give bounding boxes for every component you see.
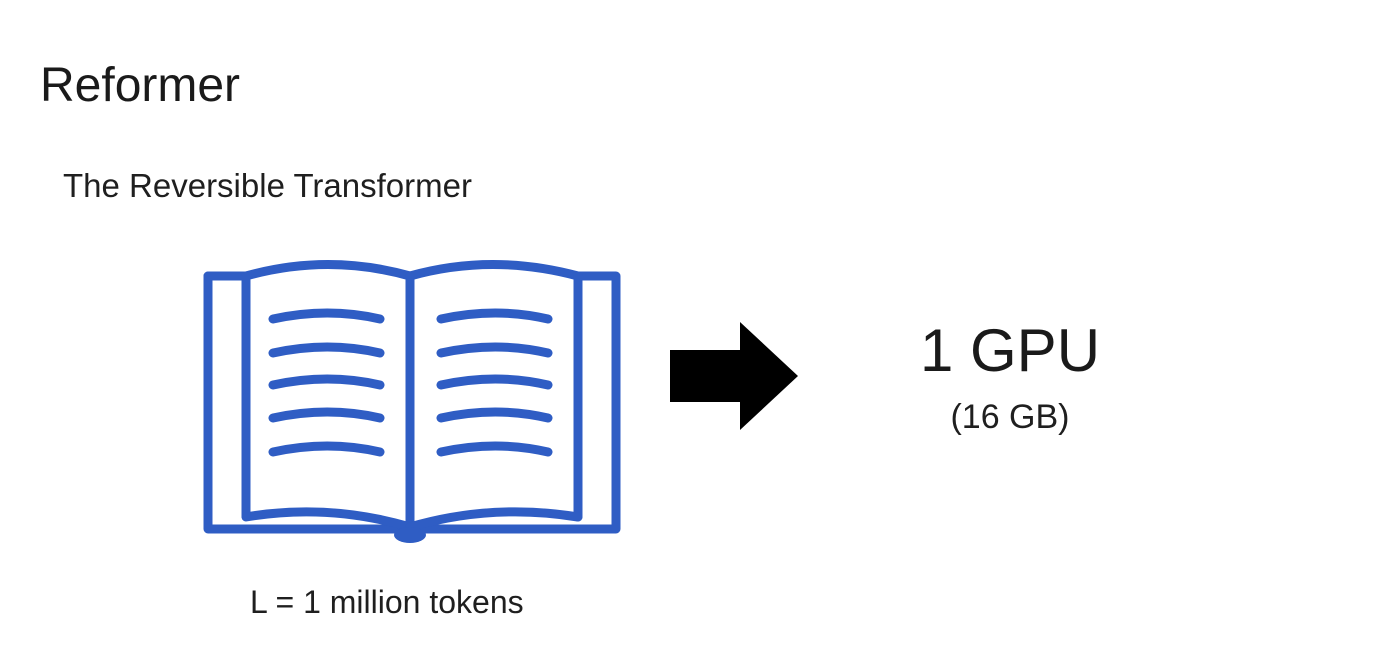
gpu-memory: (16 GB) <box>950 398 1070 436</box>
book-caption: L = 1 million tokens <box>250 584 524 620</box>
slide-subtitle: The Reversible Transformer <box>63 167 472 204</box>
slide-title: Reformer <box>40 59 241 112</box>
gpu-label: 1 GPU <box>919 317 1101 384</box>
right-arrow-icon <box>670 322 798 430</box>
open-book-icon <box>203 260 621 543</box>
